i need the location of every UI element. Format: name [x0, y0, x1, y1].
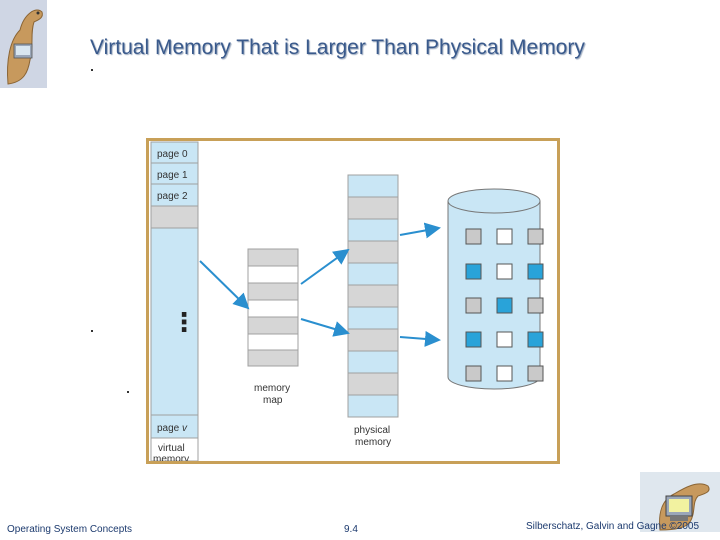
frame [347, 394, 399, 418]
disk-block [465, 331, 482, 348]
physical-memory: physical memory [347, 174, 399, 448]
physical-caption: memory [355, 437, 391, 448]
virtual-caption: virtual [158, 443, 185, 454]
map-entry [247, 282, 299, 301]
memory-map: memory map [247, 248, 299, 406]
frame [347, 284, 399, 308]
disk-block [465, 228, 482, 245]
arrow [199, 260, 250, 310]
arrow [300, 248, 350, 285]
frame [347, 174, 399, 198]
footer-course: Operating System Concepts [7, 524, 133, 535]
mapping-arrows [199, 222, 441, 347]
map-caption: memory [254, 383, 290, 394]
virtual-page-v-label: page v [157, 423, 188, 434]
stray-dot [127, 391, 129, 393]
frame [347, 350, 399, 374]
arrow [399, 222, 441, 239]
disk-block [527, 297, 544, 314]
frame [347, 372, 399, 396]
virtual-page-label: page 0 [157, 149, 188, 160]
virtual-caption: memory [153, 454, 189, 461]
disk-block [496, 297, 513, 314]
disk-block [496, 331, 513, 348]
disk-backing-store [447, 188, 544, 390]
disk-block [527, 263, 544, 280]
map-caption: map [263, 395, 283, 406]
frame [347, 240, 399, 264]
frame [347, 218, 399, 242]
map-entry [247, 316, 299, 335]
dinosaur-logo [0, 0, 47, 88]
virtual-memory: page 0 page 1 page 2 page v virtual memo… [150, 141, 199, 461]
map-entry [247, 299, 299, 318]
physical-caption: physical [354, 425, 390, 436]
map-entry [247, 248, 299, 267]
arrow [399, 330, 441, 347]
frame [347, 328, 399, 352]
frame [347, 262, 399, 286]
virtual-page-label: page 2 [157, 191, 188, 202]
stray-dot [91, 69, 93, 71]
virtual-page-gray [150, 205, 199, 229]
disk-block [527, 331, 544, 348]
slide-title: Virtual Memory That is Larger Than Physi… [90, 36, 585, 59]
ellipsis: ⋮ [171, 308, 197, 338]
arrow [300, 318, 350, 337]
virtual-memory-diagram: page 0 page 1 page 2 page v virtual memo… [146, 138, 560, 464]
footer-copyright: Silberschatz, Galvin and Gagne ©2005 [526, 521, 700, 532]
virtual-pages-middle [150, 227, 199, 416]
map-entry [247, 349, 299, 367]
disk-block [465, 365, 482, 382]
footer-page-number: 9.4 [344, 524, 358, 535]
diagram-canvas: page 0 page 1 page 2 page v virtual memo… [150, 141, 544, 461]
disk-block [496, 263, 513, 280]
disk-block [527, 228, 544, 245]
frame [347, 196, 399, 220]
map-entry [247, 265, 299, 284]
frame [347, 306, 399, 330]
map-entry [247, 333, 299, 351]
disk-block [465, 263, 482, 280]
virtual-caption-box [150, 437, 199, 461]
disk-block [496, 365, 513, 382]
dinosaur-computer-logo [640, 472, 720, 532]
disk-block [527, 365, 544, 382]
virtual-page-label: page 1 [157, 170, 188, 181]
disk-block [496, 228, 513, 245]
stray-dot [91, 330, 93, 332]
disk-block [465, 297, 482, 314]
